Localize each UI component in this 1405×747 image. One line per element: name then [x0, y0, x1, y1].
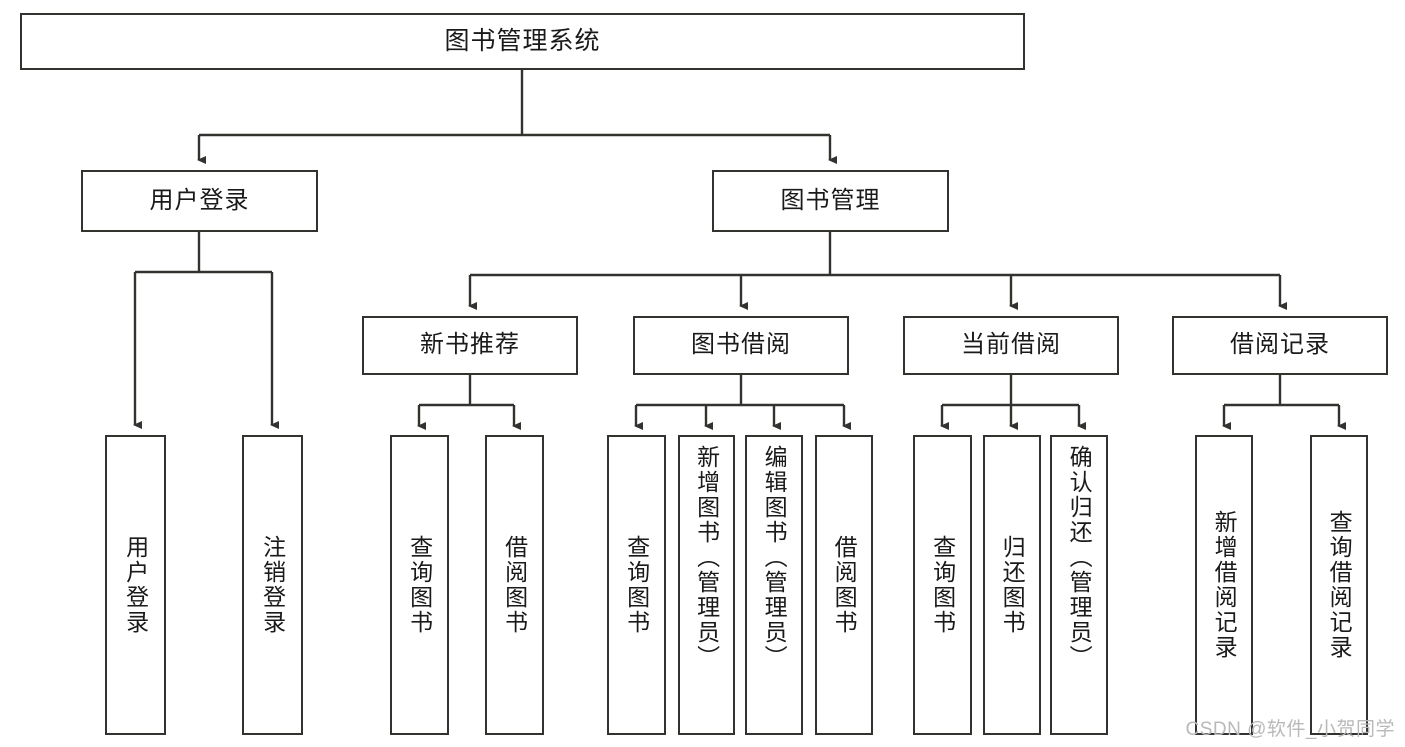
leaf-label: 编辑图书（管理员） [761, 445, 788, 670]
leaf-label: 确认归还（管理员） [1066, 445, 1093, 670]
leaf-label: 新增图书（管理员） [693, 445, 720, 670]
leaf-label: 查询借阅记录 [1326, 510, 1353, 660]
leaf-label: 查询图书 [623, 535, 650, 635]
leaf-borrow-book[interactable]: 借阅图书 [815, 435, 873, 735]
node-label: 用户登录 [149, 186, 250, 214]
node-label: 图书借阅 [691, 331, 791, 359]
leaf-logout[interactable]: 注销登录 [242, 435, 303, 735]
leaf-user-login[interactable]: 用户登录 [105, 435, 166, 735]
node-new-book-recommend[interactable]: 新书推荐 [362, 316, 578, 375]
leaf-label: 新增借阅记录 [1211, 510, 1238, 660]
leaf-label: 归还图书 [999, 535, 1026, 635]
leaf-label: 借阅图书 [501, 535, 528, 635]
leaf-label: 用户登录 [122, 535, 149, 635]
node-current-borrow[interactable]: 当前借阅 [903, 316, 1119, 375]
leaf-label: 查询图书 [929, 535, 956, 635]
node-borrow-records[interactable]: 借阅记录 [1172, 316, 1388, 375]
leaf-add-borrow-record[interactable]: 新增借阅记录 [1195, 435, 1253, 735]
node-label: 图书管理系统 [444, 26, 601, 55]
leaf-label: 查询图书 [406, 535, 433, 635]
watermark-text: CSDN @软件_小贺同学 [1185, 719, 1395, 740]
leaf-add-book-admin[interactable]: 新增图书（管理员） [678, 435, 735, 735]
node-label: 借阅记录 [1230, 331, 1330, 359]
leaf-label: 注销登录 [259, 535, 286, 635]
leaf-edit-book-admin[interactable]: 编辑图书（管理员） [745, 435, 803, 735]
leaf-label: 借阅图书 [831, 535, 858, 635]
node-user-login[interactable]: 用户登录 [81, 170, 318, 232]
node-book-management[interactable]: 图书管理 [712, 170, 949, 232]
node-label: 当前借阅 [961, 331, 1061, 359]
leaf-query-book-current[interactable]: 查询图书 [913, 435, 972, 735]
node-book-borrow[interactable]: 图书借阅 [633, 316, 849, 375]
leaf-query-borrow-record[interactable]: 查询借阅记录 [1310, 435, 1368, 735]
node-root-system[interactable]: 图书管理系统 [20, 13, 1025, 70]
leaf-confirm-return-admin[interactable]: 确认归还（管理员） [1050, 435, 1108, 735]
leaf-query-book-borrow[interactable]: 查询图书 [607, 435, 666, 735]
node-label: 图书管理 [780, 186, 881, 214]
leaf-return-book[interactable]: 归还图书 [983, 435, 1041, 735]
leaf-borrow-book-recommend[interactable]: 借阅图书 [485, 435, 544, 735]
leaf-query-book-recommend[interactable]: 查询图书 [390, 435, 449, 735]
node-label: 新书推荐 [420, 331, 520, 359]
